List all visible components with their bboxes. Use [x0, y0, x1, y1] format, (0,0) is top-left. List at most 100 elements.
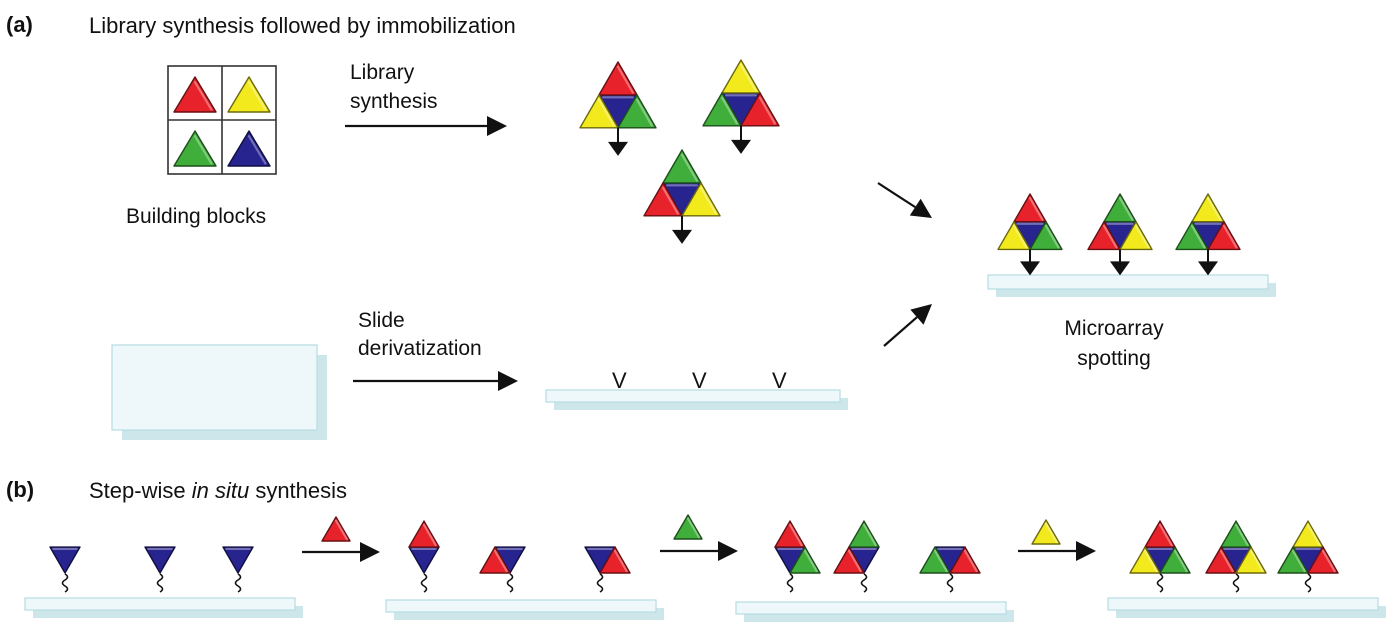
step-4-spot-3-top-yellow-fill — [1292, 520, 1324, 548]
step-1-spot-2-center-blue-fill — [144, 546, 176, 574]
step-4-spot-1-left-yellow-gloss — [1143, 549, 1158, 573]
step-1-spot-1 — [49, 546, 81, 574]
linker-mark-1: V — [612, 368, 627, 393]
microarray-compound-1-left-yellow-fill — [997, 221, 1031, 251]
library-compound-2-left-green-fill — [702, 92, 742, 127]
library-compound-1-top-red-fill — [598, 61, 638, 96]
arrows-layer — [302, 116, 1218, 562]
step-2-reagent-red-fill — [321, 516, 351, 542]
microarray-compound-2-linker-arrow-head — [1110, 261, 1130, 276]
library-compound-1-linker-arrow-head — [608, 141, 628, 156]
microarray-compound-2 — [1087, 193, 1153, 251]
library-synthesis-label-line1: Library — [350, 61, 415, 84]
building-block-blue-gloss — [247, 135, 267, 165]
step-4-spot-2 — [1205, 520, 1267, 574]
library-synthesis-label-line2: synthesis — [350, 90, 438, 113]
microarray-caption-line2: spotting — [1077, 347, 1151, 370]
step-3-spot-2-left-red — [833, 546, 865, 574]
microarray-compound-3-left-green — [1175, 221, 1209, 251]
library-compound-3-top-green — [662, 149, 702, 184]
library-compound-3-linker-arrow — [672, 215, 692, 244]
library-compound-1-left-yellow — [579, 94, 619, 129]
building-block-green-gloss — [193, 135, 213, 165]
step-2-arrow-head — [360, 542, 380, 562]
step-3-spot-3-right-red — [949, 546, 981, 574]
step-2-reagent-red — [321, 516, 351, 542]
to-microarray-arrow-upper-shaft — [877, 182, 916, 209]
library-compound-3-left-red-gloss — [661, 186, 679, 215]
library-compound-1-left-yellow-fill — [579, 94, 619, 129]
library-compound-1-linker-arrow — [608, 127, 628, 156]
microarray-compound-1-right-green — [1029, 221, 1063, 251]
step-3-spot-2-linker — [860, 573, 868, 593]
step-1-spot-1-center-blue — [49, 546, 81, 574]
step-3-arrow — [660, 541, 738, 561]
microarray-compound-2-top-green-gloss — [1118, 196, 1134, 221]
slide-derivatization-arrow-head — [498, 371, 518, 391]
microarray-compound-1-left-yellow — [997, 221, 1031, 251]
building-block-blue-fill — [227, 130, 271, 167]
step-4-spot-1-left-yellow-fill — [1129, 546, 1161, 574]
step-4-spot-1-linker — [1156, 573, 1164, 593]
step-2-spot-2-linker — [506, 573, 514, 593]
library-compound-3-linker-arrow-head — [672, 229, 692, 244]
library-compound-1-right-green — [617, 94, 657, 129]
microarray-compound-1-top-red — [1013, 193, 1047, 223]
step-1-spot-3-center-blue — [222, 546, 254, 574]
step-4-spot-1-top-red — [1144, 520, 1176, 548]
microarray-slide — [987, 274, 1276, 297]
microarray-compound-1-left-yellow-gloss — [1012, 224, 1028, 249]
step-3-spot-2 — [833, 520, 880, 574]
to-microarray-arrow-lower-head — [910, 304, 932, 325]
step-3-slide — [735, 601, 1014, 622]
step-4-spot-3-right-red-fill — [1307, 546, 1339, 574]
blank-slide — [111, 344, 327, 440]
building-block-blue — [227, 130, 271, 167]
step-4-spot-1-right-green-gloss — [1173, 549, 1188, 573]
step-3-spot-1-linker — [786, 573, 794, 593]
slides-layer — [24, 274, 1386, 622]
step-4-spot-3-right-red-gloss — [1321, 549, 1336, 573]
step-4-slide — [1107, 597, 1386, 618]
linker-mark-2: V — [692, 368, 707, 393]
step-3-spot-3-linker — [946, 573, 954, 593]
step-1-slide — [24, 597, 303, 618]
library-compound-1-top-red — [598, 61, 638, 96]
step-4-spot-3-right-red — [1307, 546, 1339, 574]
library-compound-3 — [643, 149, 721, 217]
microarray-compound-2-left-red — [1087, 221, 1121, 251]
step-4-arrow — [1018, 541, 1096, 561]
microarray-compound-3-linker-arrow — [1198, 249, 1218, 276]
step-2-spot-1-center-blue — [408, 546, 440, 574]
microarray-compound-2-right-yellow — [1119, 221, 1153, 251]
library-compound-1-right-green-gloss — [635, 98, 653, 127]
library-compound-2-right-red-fill — [740, 92, 780, 127]
step-2-spot-2 — [479, 546, 526, 574]
step-3-spot-2-top-green — [848, 520, 880, 548]
step-2-spot-3 — [584, 546, 631, 574]
shapes-layer — [49, 59, 1339, 593]
step-4-spot-1-left-yellow — [1129, 546, 1161, 574]
step-1-spot-2-linker — [156, 573, 164, 593]
step-3-slide-top — [735, 601, 1007, 615]
step-4-spot-2-left-red — [1205, 546, 1237, 574]
derivatized-slide-top — [545, 389, 841, 403]
derivatized-slide — [545, 389, 848, 410]
step-2-reagent-red-gloss — [334, 519, 349, 541]
microarray-compound-3-right-red — [1207, 221, 1241, 251]
library-compound-2-top-yellow-fill — [721, 59, 761, 94]
library-compound-3-top-green-gloss — [680, 153, 698, 182]
step-3-spot-3-right-red-fill — [949, 546, 981, 574]
step-1-spot-3-linker — [234, 573, 242, 593]
microarray-compound-3-top-yellow-gloss — [1206, 196, 1222, 221]
library-compound-1 — [579, 61, 657, 129]
step-2-spot-1-center-blue-fill — [408, 546, 440, 574]
blank-slide-top — [111, 344, 318, 431]
step-2-spot-1-top-red-gloss — [422, 523, 437, 547]
slide-derivatization-label-line2: derivatization — [358, 337, 482, 360]
step-1-spot-1-linker — [61, 573, 69, 593]
step-3-spot-2-left-red-gloss — [847, 549, 862, 573]
step-1-spot-3 — [222, 546, 254, 574]
step-3-spot-1-right-green-fill — [789, 546, 821, 574]
step-1-spot-2 — [144, 546, 176, 574]
